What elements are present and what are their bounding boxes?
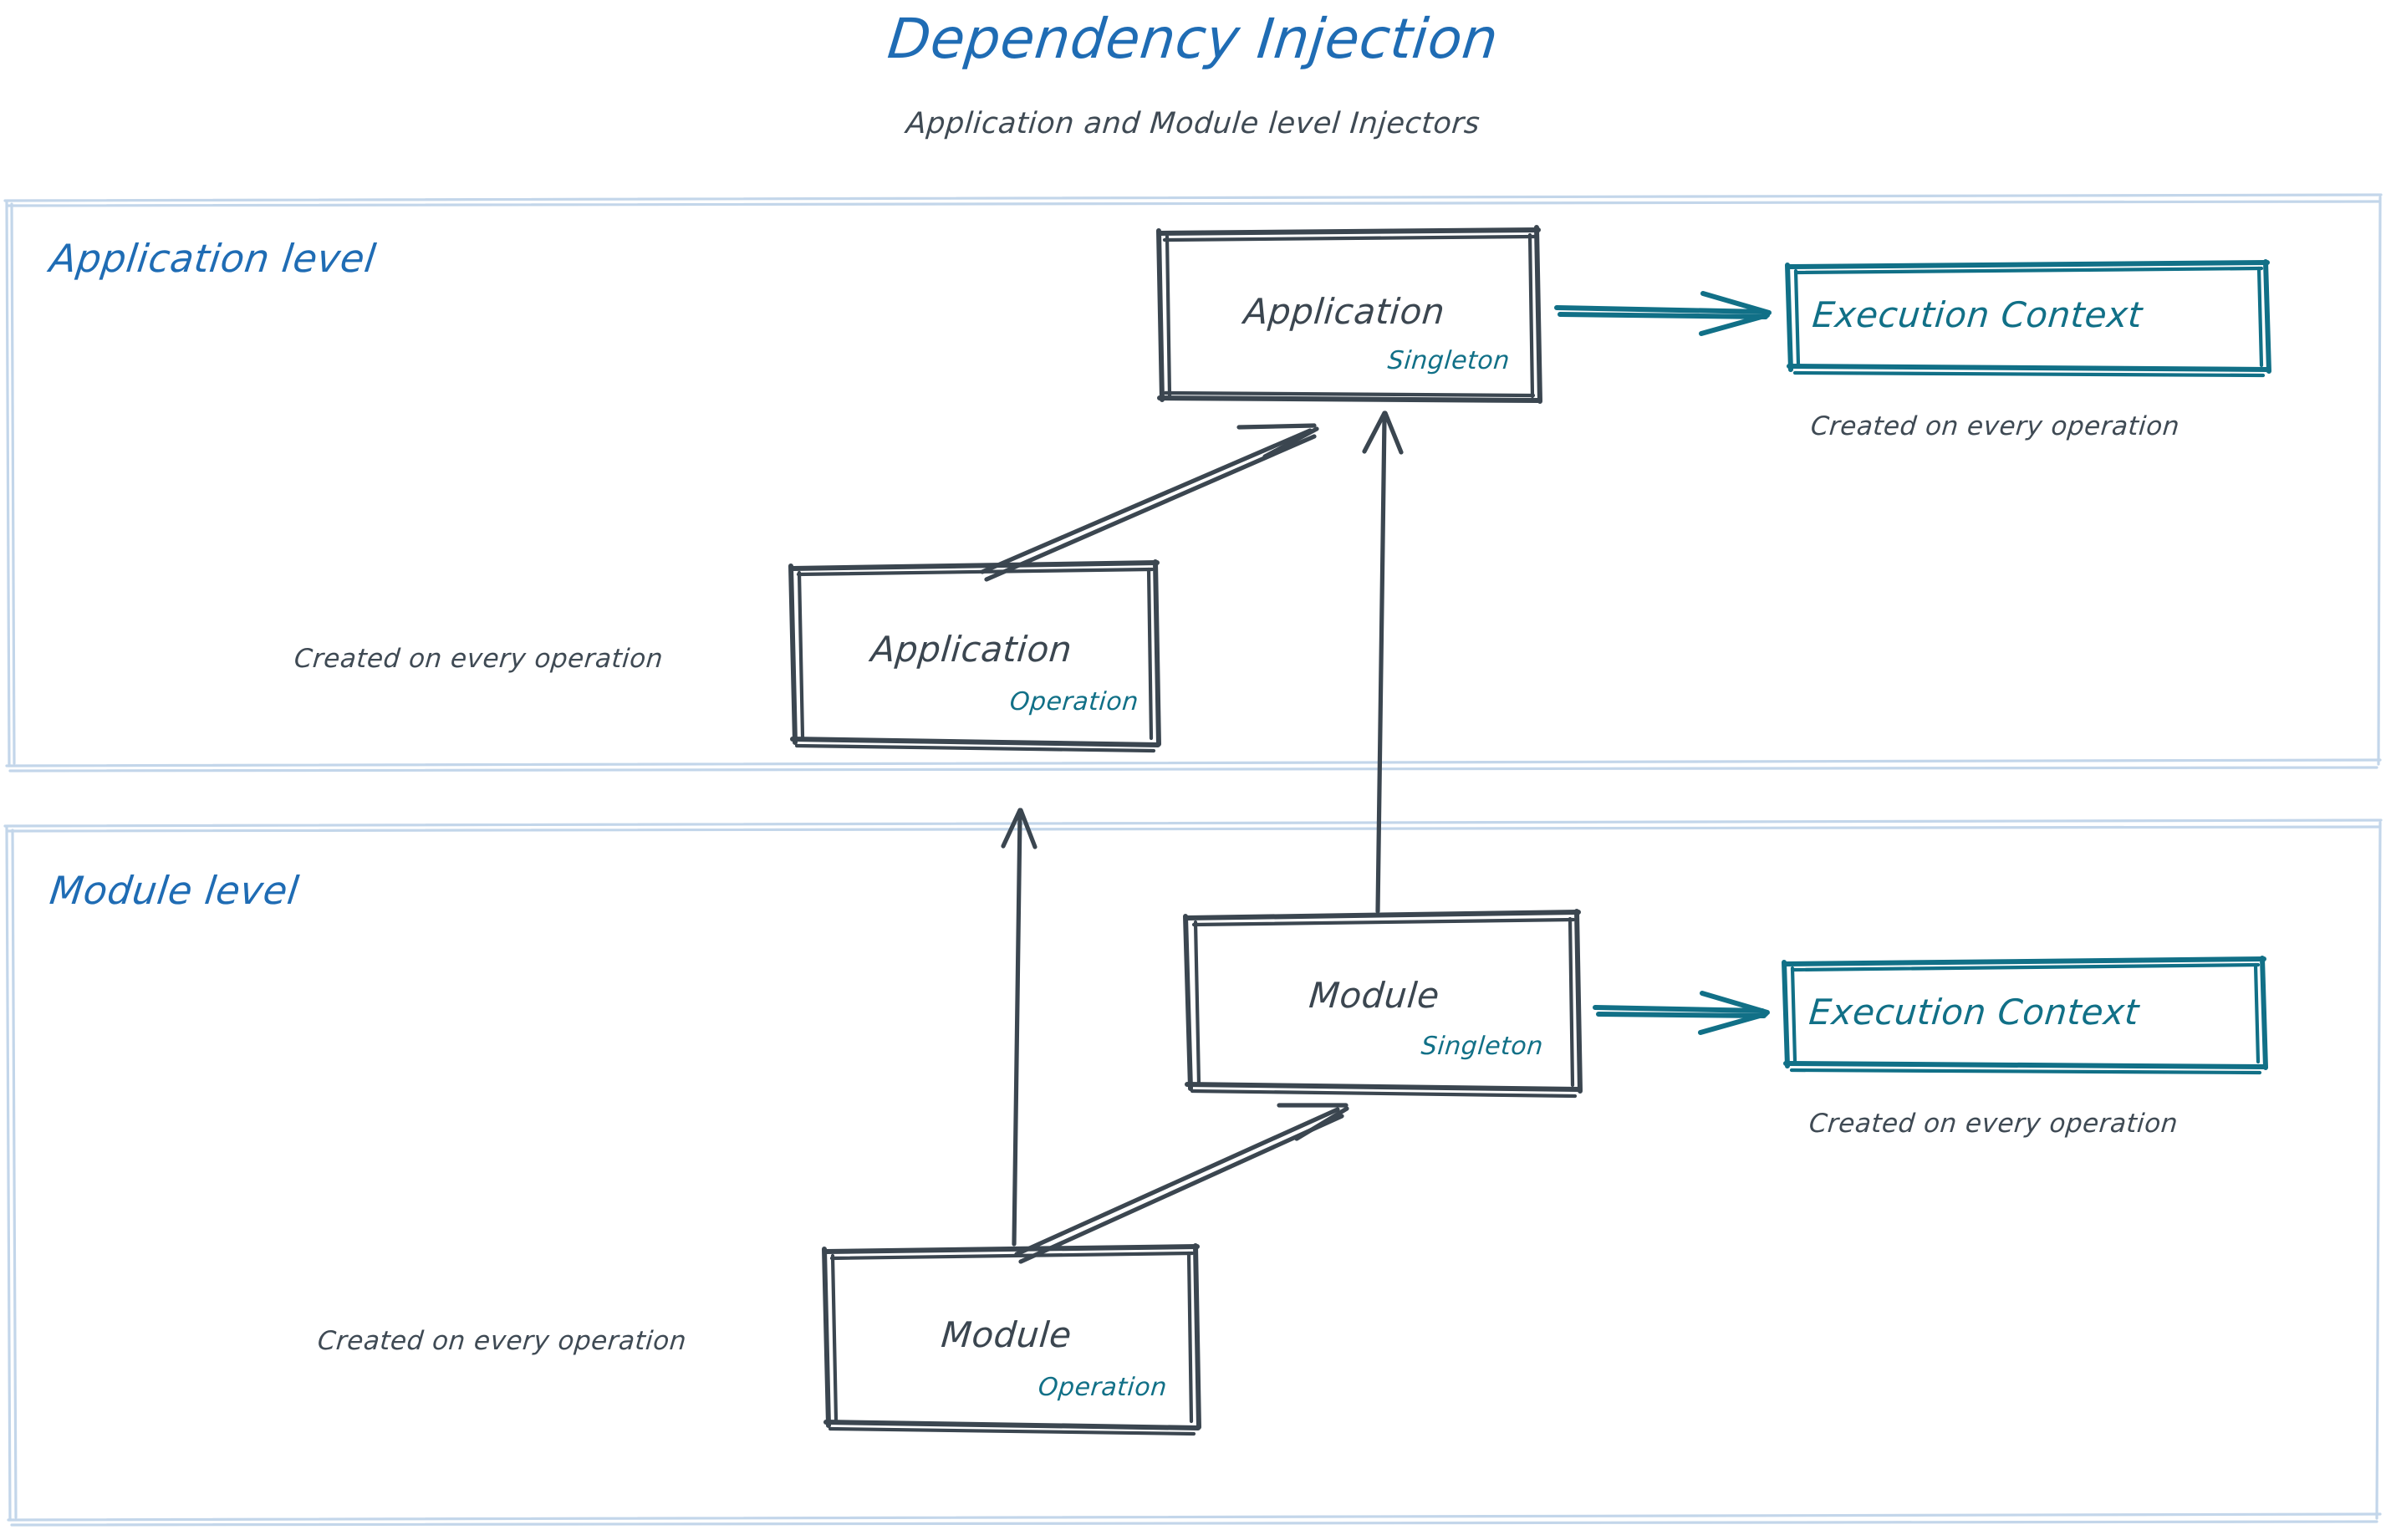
- page-title: Dependency Injection: [885, 7, 1501, 71]
- node-box-application-operation[interactable]: [788, 559, 1161, 753]
- node-label-module-execution-context[interactable]: Execution Context: [1807, 992, 2141, 1033]
- note-application-execution-context: Created on every operation: [1809, 411, 2181, 441]
- node-box-application-singleton[interactable]: [1156, 225, 1542, 404]
- group-frame-module-level: [3, 818, 2383, 1527]
- node-label-module-singleton[interactable]: Module: [1307, 975, 1441, 1016]
- node-box-module-singleton[interactable]: [1183, 909, 1583, 1099]
- node-scope-module-singleton[interactable]: Singleton: [1420, 1032, 1545, 1061]
- group-label-module-level: Module level: [47, 868, 302, 913]
- node-box-application-execution-context[interactable]: [1785, 259, 2271, 378]
- edge-module-operation-to-app-operation: [1001, 808, 1038, 1247]
- edge-module-singleton-to-app-singleton: [1362, 410, 1404, 914]
- group-label-application-level: Application level: [47, 236, 379, 281]
- edge-module-singleton-to-module-ec: [1593, 991, 1770, 1035]
- group-frame-application-level: [3, 193, 2383, 773]
- node-box-module-operation[interactable]: [822, 1243, 1201, 1436]
- edge-module-operation-to-module-singleton: [1014, 1103, 1349, 1264]
- node-scope-application-operation[interactable]: Operation: [1008, 687, 1140, 716]
- node-label-application-singleton[interactable]: Application: [1241, 291, 1447, 332]
- node-label-application-operation[interactable]: Application: [869, 629, 1074, 670]
- node-scope-module-operation[interactable]: Operation: [1037, 1373, 1169, 1402]
- edge-app-operation-to-app-singleton: [980, 423, 1319, 582]
- node-scope-application-singleton[interactable]: Singleton: [1386, 346, 1512, 375]
- note-module-operation: Created on every operation: [316, 1326, 688, 1356]
- note-module-execution-context: Created on every operation: [1807, 1109, 2180, 1139]
- node-label-module-operation[interactable]: Module: [939, 1314, 1073, 1355]
- note-application-operation: Created on every operation: [293, 644, 665, 674]
- node-box-module-execution-context[interactable]: [1782, 956, 2268, 1075]
- page-subtitle: Application and Module level Injectors: [905, 107, 1481, 140]
- edge-app-singleton-to-app-ec: [1554, 291, 1772, 336]
- node-label-application-execution-context[interactable]: Execution Context: [1810, 294, 2144, 335]
